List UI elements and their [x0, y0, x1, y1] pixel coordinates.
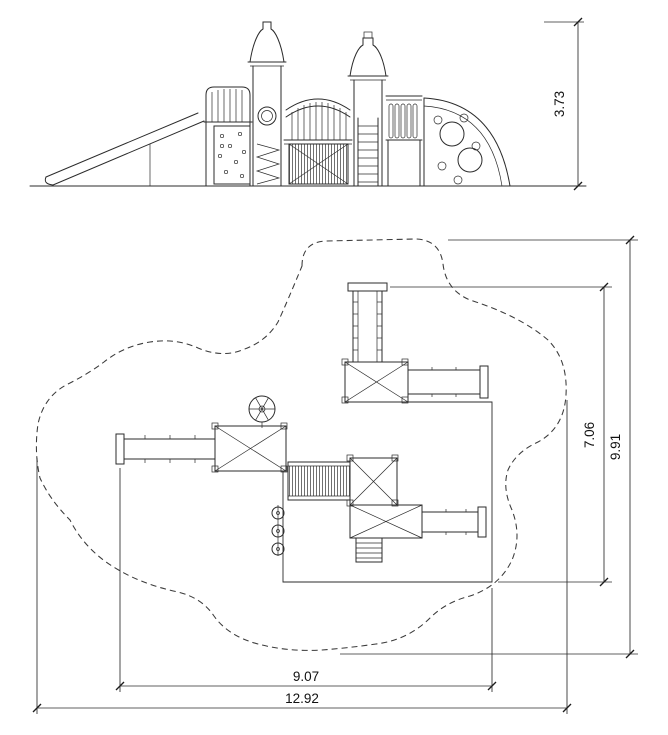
plan-ladder [355, 537, 383, 563]
elevation-tower-2 [347, 31, 389, 187]
dimension-label-elevation-height: 3.73 [552, 91, 567, 117]
dimension-plan-outer-width: 12.92 [32, 400, 572, 714]
plan-deck-lower [349, 504, 423, 539]
dimension-label-plan-outer-width: 12.92 [285, 691, 319, 706]
elevation-spiral-climber [255, 143, 281, 185]
plan-net-bridge [287, 461, 351, 501]
plan-top-right-slide [407, 365, 489, 399]
dimension-label-plan-inner-height: 7.06 [582, 422, 597, 448]
elevation-rock-panel [213, 125, 251, 185]
dimension-label-plan-outer-height: 9.91 [608, 434, 623, 460]
elevation-left-guardrail [203, 86, 253, 187]
dimension-label-plan-inner-width: 9.07 [293, 669, 319, 684]
plan-deck-top [341, 358, 409, 404]
elevation-right-guardrail [385, 95, 423, 187]
plan-deck-center [346, 454, 399, 507]
elevation-arch-bridge [283, 98, 353, 145]
elevation-left-slide [44, 112, 205, 186]
elevation-view: 3.73 [29, 17, 587, 191]
porthole [257, 106, 277, 126]
dimension-elevation-height: 3.73 [544, 17, 584, 191]
safety-zone-outline [35, 238, 567, 651]
dimension-plan-outer-height: 9.91 [340, 235, 638, 659]
plan-top-bridge [347, 282, 388, 363]
plan-left-slide [115, 433, 216, 465]
elevation-curved-panel [423, 97, 511, 187]
plan-spring-posts [271, 505, 285, 556]
dimension-plan-inner-width: 9.07 [115, 468, 497, 692]
elevation-tower-1 [247, 21, 287, 187]
plan-lower-right-slide [421, 506, 487, 538]
elevation-net-panel [288, 143, 349, 185]
plan-deck-left [211, 422, 288, 473]
plan-view: 7.06 9.91 9.07 12.92 [32, 235, 638, 714]
plan-steering-wheel [248, 395, 276, 428]
dimension-plan-inner-height: 7.06 [390, 282, 612, 587]
elevation-ladder [357, 117, 379, 187]
